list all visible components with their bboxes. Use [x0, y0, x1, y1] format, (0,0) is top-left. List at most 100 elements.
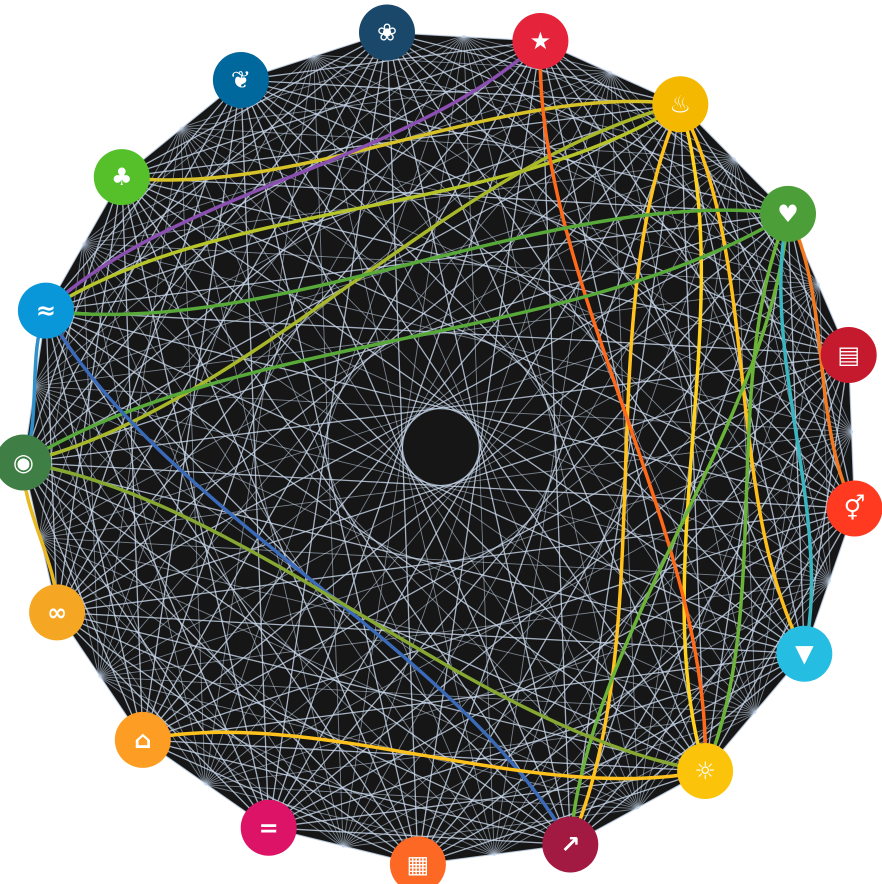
peace-justice-icon-disc [212, 52, 269, 108]
mesh-line [82, 71, 611, 244]
mesh-line [240, 79, 849, 356]
mesh-line [39, 537, 831, 582]
mesh-line [38, 71, 612, 539]
mesh-line [98, 157, 736, 678]
mesh-line [82, 243, 206, 785]
mesh-line [204, 55, 315, 785]
mesh-line [180, 127, 820, 285]
mesh-line [98, 431, 853, 678]
mesh-line [313, 54, 853, 433]
mesh-line [205, 712, 756, 786]
mesh-line [268, 354, 850, 829]
mesh-line [180, 127, 344, 848]
highlighted-link [568, 102, 683, 847]
mesh-line [121, 176, 789, 215]
mesh-line [342, 35, 465, 848]
partnerships-icon-disc [359, 4, 415, 61]
mesh-line [33, 157, 736, 387]
mesh-line [204, 784, 495, 856]
sustainable-cities-icon-disc [114, 711, 171, 768]
mesh-line [539, 40, 805, 654]
highlighted-link [141, 730, 707, 781]
responsible-consumption-icon-glyph: ∞ [47, 598, 67, 626]
mesh-line [38, 537, 639, 810]
highlighted-links [21, 39, 857, 847]
mesh-line [417, 354, 850, 865]
mesh-line [610, 71, 831, 582]
quality-education-icon-glyph: ▤ [837, 341, 860, 369]
gender-equality-icon-disc [826, 480, 882, 537]
mesh-line [417, 507, 855, 865]
mesh-line [82, 242, 831, 582]
highlighted-link [120, 99, 683, 182]
mesh-line [98, 676, 495, 856]
mesh-line [734, 158, 831, 582]
economic-growth-icon-glyph: ↗ [560, 831, 580, 859]
partnerships-icon-glyph: ❀ [377, 19, 397, 47]
mesh-line [342, 158, 736, 848]
mesh-line [121, 176, 270, 828]
mesh-line [463, 35, 831, 582]
partnerships-icon: ❀ [359, 4, 415, 61]
gender-equality-icon-glyph: ⚥ [844, 495, 866, 523]
mesh-line [33, 385, 853, 433]
mesh-line [33, 385, 831, 582]
mesh-line [82, 243, 495, 856]
mesh-line [38, 157, 736, 539]
mesh-line [463, 35, 495, 856]
mesh-line [38, 35, 465, 538]
mesh-line [342, 71, 612, 848]
mesh-line [45, 310, 419, 865]
mesh-line [33, 35, 464, 387]
mesh-line [204, 283, 820, 786]
mesh-line [142, 32, 388, 741]
mesh-line [610, 71, 639, 809]
mesh-line [539, 40, 856, 509]
life-on-land-icon-disc [93, 149, 150, 206]
mesh-line [142, 653, 805, 741]
economic-growth-icon: ↗ [542, 816, 599, 873]
mesh-line [22, 32, 388, 463]
mesh-line [98, 35, 465, 678]
zero-hunger-icon-glyph: ♨ [670, 90, 692, 118]
reduced-inequalities-icon-glyph: = [259, 814, 279, 842]
mesh-line [637, 581, 831, 809]
mesh-line [313, 55, 344, 848]
mesh-line [818, 283, 831, 582]
mesh-line [142, 507, 855, 741]
climate-action-icon: ◉ [0, 434, 52, 491]
mesh-line [342, 581, 831, 848]
quality-education-icon: ▤ [820, 327, 877, 383]
mesh-line [56, 79, 242, 613]
clean-water-icon-glyph: ▼ [795, 640, 814, 668]
highlighted-link [44, 308, 573, 847]
zero-hunger-icon-disc [652, 76, 709, 133]
peace-justice-icon: ❦ [212, 52, 269, 108]
zero-hunger-icon: ♨ [652, 76, 709, 133]
mesh-line [82, 242, 639, 810]
mesh-line [142, 79, 242, 740]
mesh-line [33, 127, 182, 387]
responsible-consumption-icon: ∞ [29, 584, 86, 641]
highlighted-link [21, 102, 683, 465]
life-below-water-icon-disc [17, 282, 74, 339]
mesh-line [82, 242, 820, 285]
mesh-line [22, 462, 419, 865]
mesh-line [98, 55, 315, 677]
no-poverty-icon-glyph: ★ [530, 27, 552, 55]
sustainable-cities-icon-glyph: ⌂ [134, 726, 151, 754]
mesh-line [734, 158, 757, 714]
clean-water-icon-disc [776, 625, 833, 682]
clean-energy-icon-glyph: ☼ [694, 757, 716, 785]
mesh-line [180, 127, 206, 785]
goal-nodes: ★♨♥▤⚥▼☼↗▦=⌂∞◉≈♣❦❀ [0, 4, 882, 884]
mesh-line [493, 431, 854, 856]
no-poverty-icon-disc [512, 13, 569, 69]
climate-action-icon-disc [0, 434, 52, 491]
no-poverty-icon: ★ [512, 13, 569, 69]
mesh-line [22, 40, 541, 464]
highlighted-link [786, 212, 857, 511]
mesh-line [98, 127, 182, 677]
mesh-line [180, 127, 639, 809]
